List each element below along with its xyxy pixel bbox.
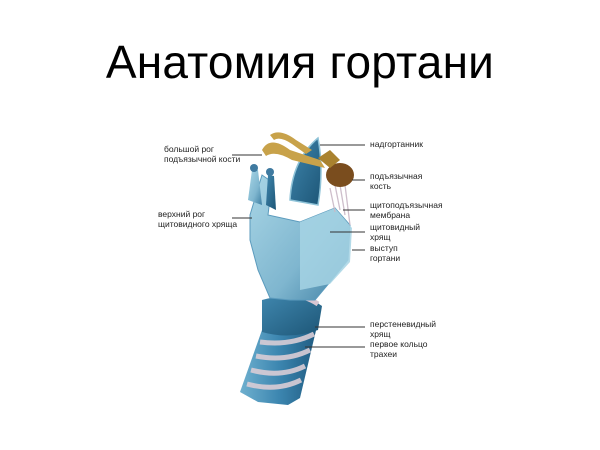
slide-title: Анатомия гортани xyxy=(105,36,495,88)
label-laryngeal-prominence: выступ гортани xyxy=(370,243,401,263)
label-first-tracheal-ring: первое кольцо трахеи xyxy=(370,339,428,359)
cricoid-cartilage xyxy=(262,296,322,336)
label-hyoid-bone: подъязычная кость xyxy=(370,171,423,191)
label-greater-horn-hyoid: большой рог подъязычной кости xyxy=(164,144,241,164)
hyoid-bone xyxy=(262,132,354,187)
superior-horn-thyroid xyxy=(248,170,262,205)
label-thyrohyoid-membrane: щитоподъязычная мембрана xyxy=(370,200,443,220)
label-thyroid-cartilage: щитовидный хрящ xyxy=(370,222,421,242)
epiglottis xyxy=(289,136,322,206)
leader-lines xyxy=(232,144,365,348)
label-epiglottis: надгортанник xyxy=(370,139,423,149)
label-cricoid-cartilage: перстеневидный хрящ xyxy=(370,319,437,339)
trachea xyxy=(240,322,318,405)
label-superior-horn-thyroid: верхний рог щитовидного хряща xyxy=(158,209,238,229)
